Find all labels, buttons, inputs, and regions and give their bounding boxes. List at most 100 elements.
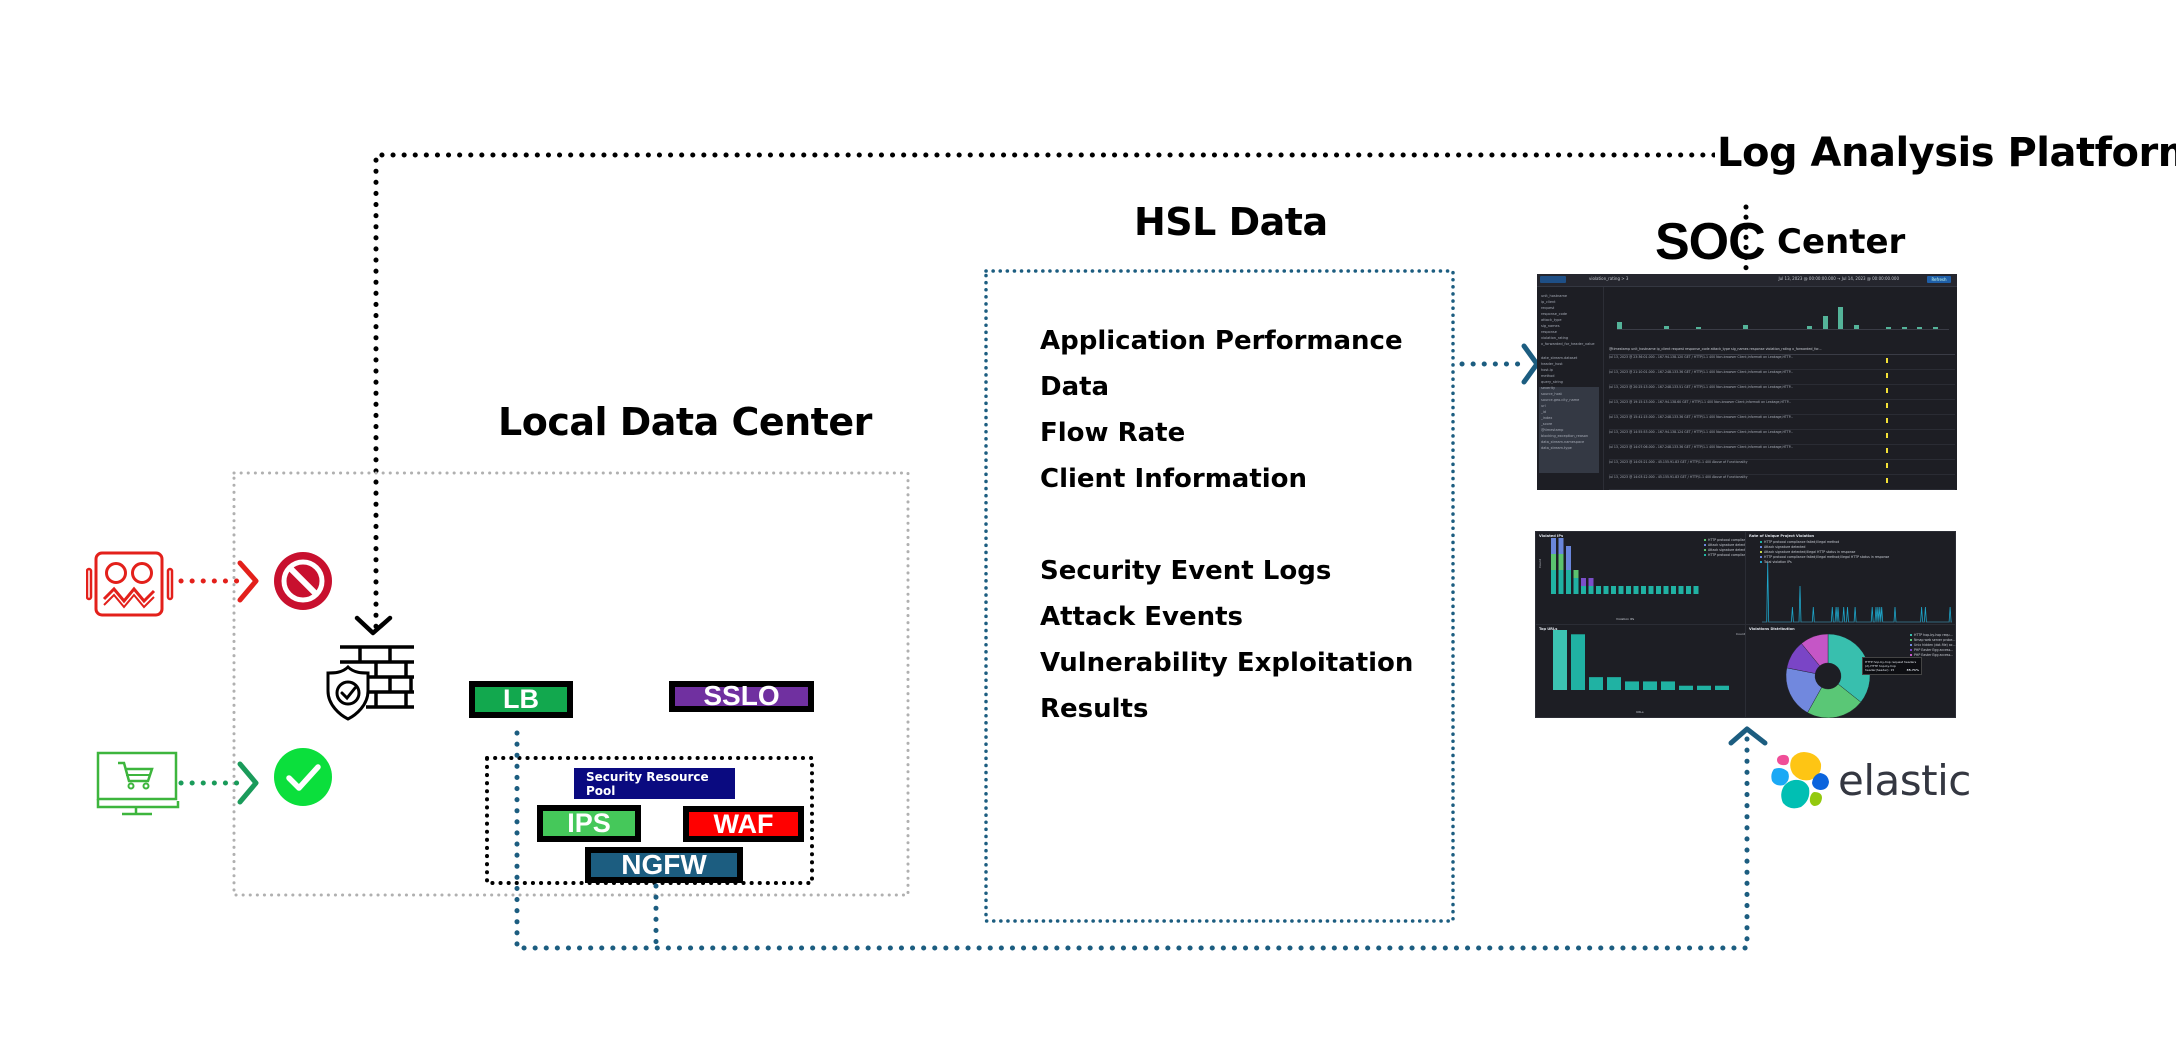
shopping-cart-monitor-icon — [96, 751, 180, 816]
violation-rating-marker — [1886, 463, 1888, 468]
chart-legend: HTTP protocol compliance... Attack signat… — [1704, 538, 1753, 558]
histogram-bar — [1696, 326, 1702, 329]
stacked-bar-segment — [1626, 586, 1631, 594]
donut-tooltip: HTTP hop-by-hop request headers (2),HTTP… — [1862, 657, 1922, 675]
stacked-bar-segment — [1551, 554, 1556, 570]
legend-item: Unix hidden (dot-file) ac... — [1910, 643, 1956, 648]
url-bar — [1607, 677, 1621, 690]
hsl-item: Data — [1040, 372, 1110, 402]
selected-fields-highlight — [1539, 387, 1599, 473]
hsl-item: Application Performance — [1040, 326, 1403, 356]
table-row: Jul 13, 2023 @ 21:10:01.000 - 167.248.13… — [1609, 370, 1955, 385]
attack-arrowhead — [237, 560, 259, 603]
ngfw-component: NGFW — [585, 847, 743, 883]
histogram-bar — [1933, 326, 1939, 329]
violation-rating-marker — [1886, 478, 1888, 483]
violations-distribution-panel: Violations Distribution HTTP hop-by-hop … — [1745, 624, 1956, 718]
hsl-item: Vulnerability Exploitation — [1040, 648, 1414, 678]
legend-item: HTTP protocol compliance failed;Illegal … — [1760, 555, 1889, 560]
search-query: violation_rating > 3 — [1589, 276, 1629, 281]
histogram-bar — [1854, 325, 1860, 329]
center-title: Center — [1777, 222, 1906, 262]
sidebar-field: sig_names — [1541, 324, 1560, 328]
panel-title: Top URLs — [1539, 627, 1558, 631]
sidebar-field: x_forwarded_for_header_value — [1541, 342, 1595, 346]
legend-item: PHP Easter Egg access... — [1910, 653, 1956, 658]
donut-slice — [1827, 633, 1871, 703]
sidebar-field: method — [1541, 374, 1555, 378]
violation-rating-marker — [1886, 358, 1888, 363]
url-bar — [1625, 681, 1639, 690]
tooltip-label: HTTP hop-by-hop request headers (2),HTTP… — [1865, 660, 1917, 672]
ips-component: IPS — [537, 805, 641, 842]
stacked-bar-segment — [1693, 586, 1699, 594]
sidebar-field: response_code — [1541, 312, 1568, 316]
legend-item: HTTP protocol compliance failed;Illegal … — [1760, 540, 1889, 545]
sidebar-field: host.ip — [1541, 368, 1553, 372]
panel-title: Violations Distribution — [1749, 627, 1795, 631]
top-urls-panel: Top URLs URLs Count — [1535, 624, 1746, 718]
table-row: Jul 13, 2023 @ 14:03:12.000 - 45.155.91.… — [1609, 475, 1955, 490]
data-view-selector — [1540, 276, 1566, 283]
sidebar-field: url — [1541, 404, 1546, 408]
stacked-bar-segment — [1581, 578, 1586, 586]
stacked-bar-segment — [1558, 570, 1564, 594]
histogram-bar — [1838, 306, 1844, 329]
firewall-shield-icon — [326, 645, 414, 721]
allowed-check-icon — [274, 748, 332, 806]
discover-toolbar: violation_rating > 3 Jul 13, 2023 @ 00:0… — [1537, 274, 1957, 287]
waf-component: WAF — [683, 806, 804, 842]
refresh-button: Refresh — [1927, 276, 1951, 283]
table-row: Jul 13, 2023 @ 14:05:21.000 - 45.155.91.… — [1609, 460, 1955, 475]
panel-title: Rate of Unique Project Violation — [1749, 534, 1815, 538]
sidebar-field: response — [1541, 330, 1557, 334]
stacked-bar-segment — [1618, 586, 1624, 594]
stacked-bar-segment — [1573, 578, 1579, 594]
violation-rating-marker — [1886, 448, 1888, 453]
histogram-bar — [1806, 326, 1812, 329]
stacked-bar-segment — [1611, 586, 1616, 594]
table-row: Jul 13, 2023 @ 14:55:53.000 - 167.94.138… — [1609, 430, 1955, 445]
url-bar — [1679, 685, 1693, 690]
legend-item: Count — [1736, 632, 1746, 636]
sidebar-field: @timestamp — [1541, 428, 1564, 432]
chart-legend: HTTP hop-by-hop requ...Nmap web server p… — [1910, 633, 1956, 658]
sidebar-field: date_stream.dataset — [1541, 356, 1578, 360]
sidebar-field: blocking_exception_reason — [1541, 434, 1589, 438]
hsl-item: Results — [1040, 694, 1149, 724]
x-axis-label: URLs — [1636, 710, 1644, 714]
violation-rate-line — [1762, 561, 1952, 623]
sidebar-field: attack_type — [1541, 318, 1562, 322]
firewall-chevron — [354, 615, 393, 636]
violation-rating-marker — [1886, 418, 1888, 423]
url-bar — [1643, 681, 1657, 690]
stacked-bar-segment — [1573, 570, 1579, 578]
top-urls-chart: URLs Count — [1553, 630, 1746, 714]
elastic-logo-icon — [1771, 752, 1829, 809]
table-row: Jul 13, 2023 @ 20:25:13.000 - 167.248.13… — [1609, 385, 1955, 400]
legend-item: HTTP protocol compliance... — [1704, 538, 1753, 543]
stacked-bar-segment — [1566, 570, 1571, 594]
url-bar — [1697, 685, 1711, 690]
legend-item: HTTP hop-by-hop requ... — [1910, 633, 1956, 638]
stacked-bar-segment — [1671, 586, 1676, 594]
hsl-item: Flow Rate — [1040, 418, 1186, 448]
violation-rating-marker — [1886, 388, 1888, 393]
stacked-bar-segment — [1603, 586, 1609, 594]
legend-item: Nmap web server probe... — [1910, 638, 1956, 643]
log-analysis-platform-title: Log Analysis Platform — [1715, 130, 2176, 176]
table-header: @timestamp unit_hostname ip_client reque… — [1609, 347, 1955, 355]
legend-item: Attack signature detected — [1704, 548, 1753, 553]
sidebar-field: data_stream.namespace — [1541, 440, 1585, 444]
date-range: Jul 13, 2023 @ 00:00:00.000 → Jul 14, 20… — [1778, 276, 1899, 281]
legend-item: Attack signature detected — [1760, 545, 1889, 550]
y-axis-label: Count — [1538, 558, 1542, 568]
lb-component: LB — [469, 681, 573, 718]
hsl-to-soc-arrowhead — [1521, 343, 1540, 385]
sidebar-field: header_host — [1541, 362, 1563, 366]
violations-donut-chart — [1785, 633, 1871, 718]
sidebar-field: source_host — [1541, 392, 1562, 396]
url-bar — [1661, 681, 1675, 690]
